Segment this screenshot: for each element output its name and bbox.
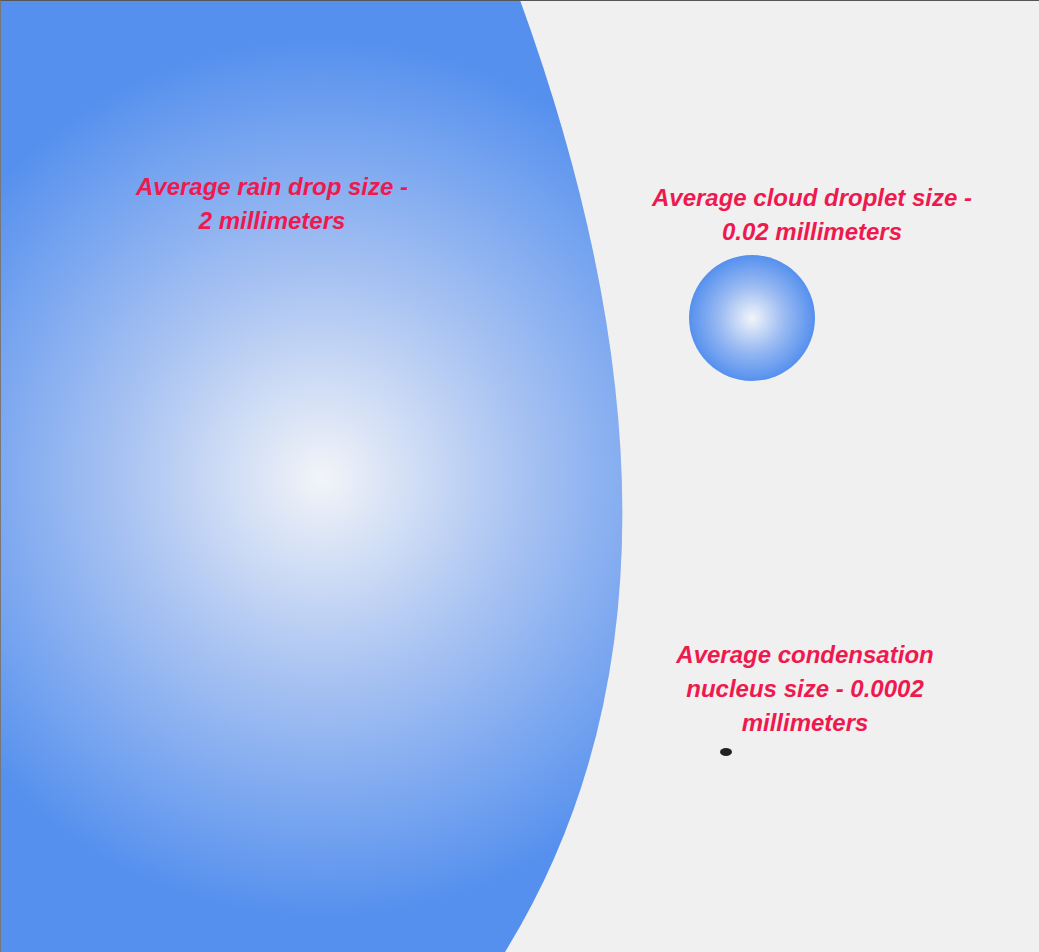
- size-label: Average cloud droplet size - 0.02 millim…: [647, 181, 977, 249]
- cloud-droplet-shape: [687, 253, 817, 383]
- rain-drop: Average rain drop size - 2 millimeters: [0, 0, 740, 952]
- size-label: Average condensation nucleus size - 0.00…: [640, 638, 970, 740]
- condensation-nucleus: Average condensation nucleus size - 0.00…: [640, 638, 970, 768]
- size-label: Average rain drop size - 2 millimeters: [127, 170, 417, 238]
- nucleus-dot: [719, 747, 733, 757]
- rain-drop-shape: [0, 0, 740, 952]
- cloud-droplet: Average cloud droplet size - 0.02 millim…: [640, 181, 985, 391]
